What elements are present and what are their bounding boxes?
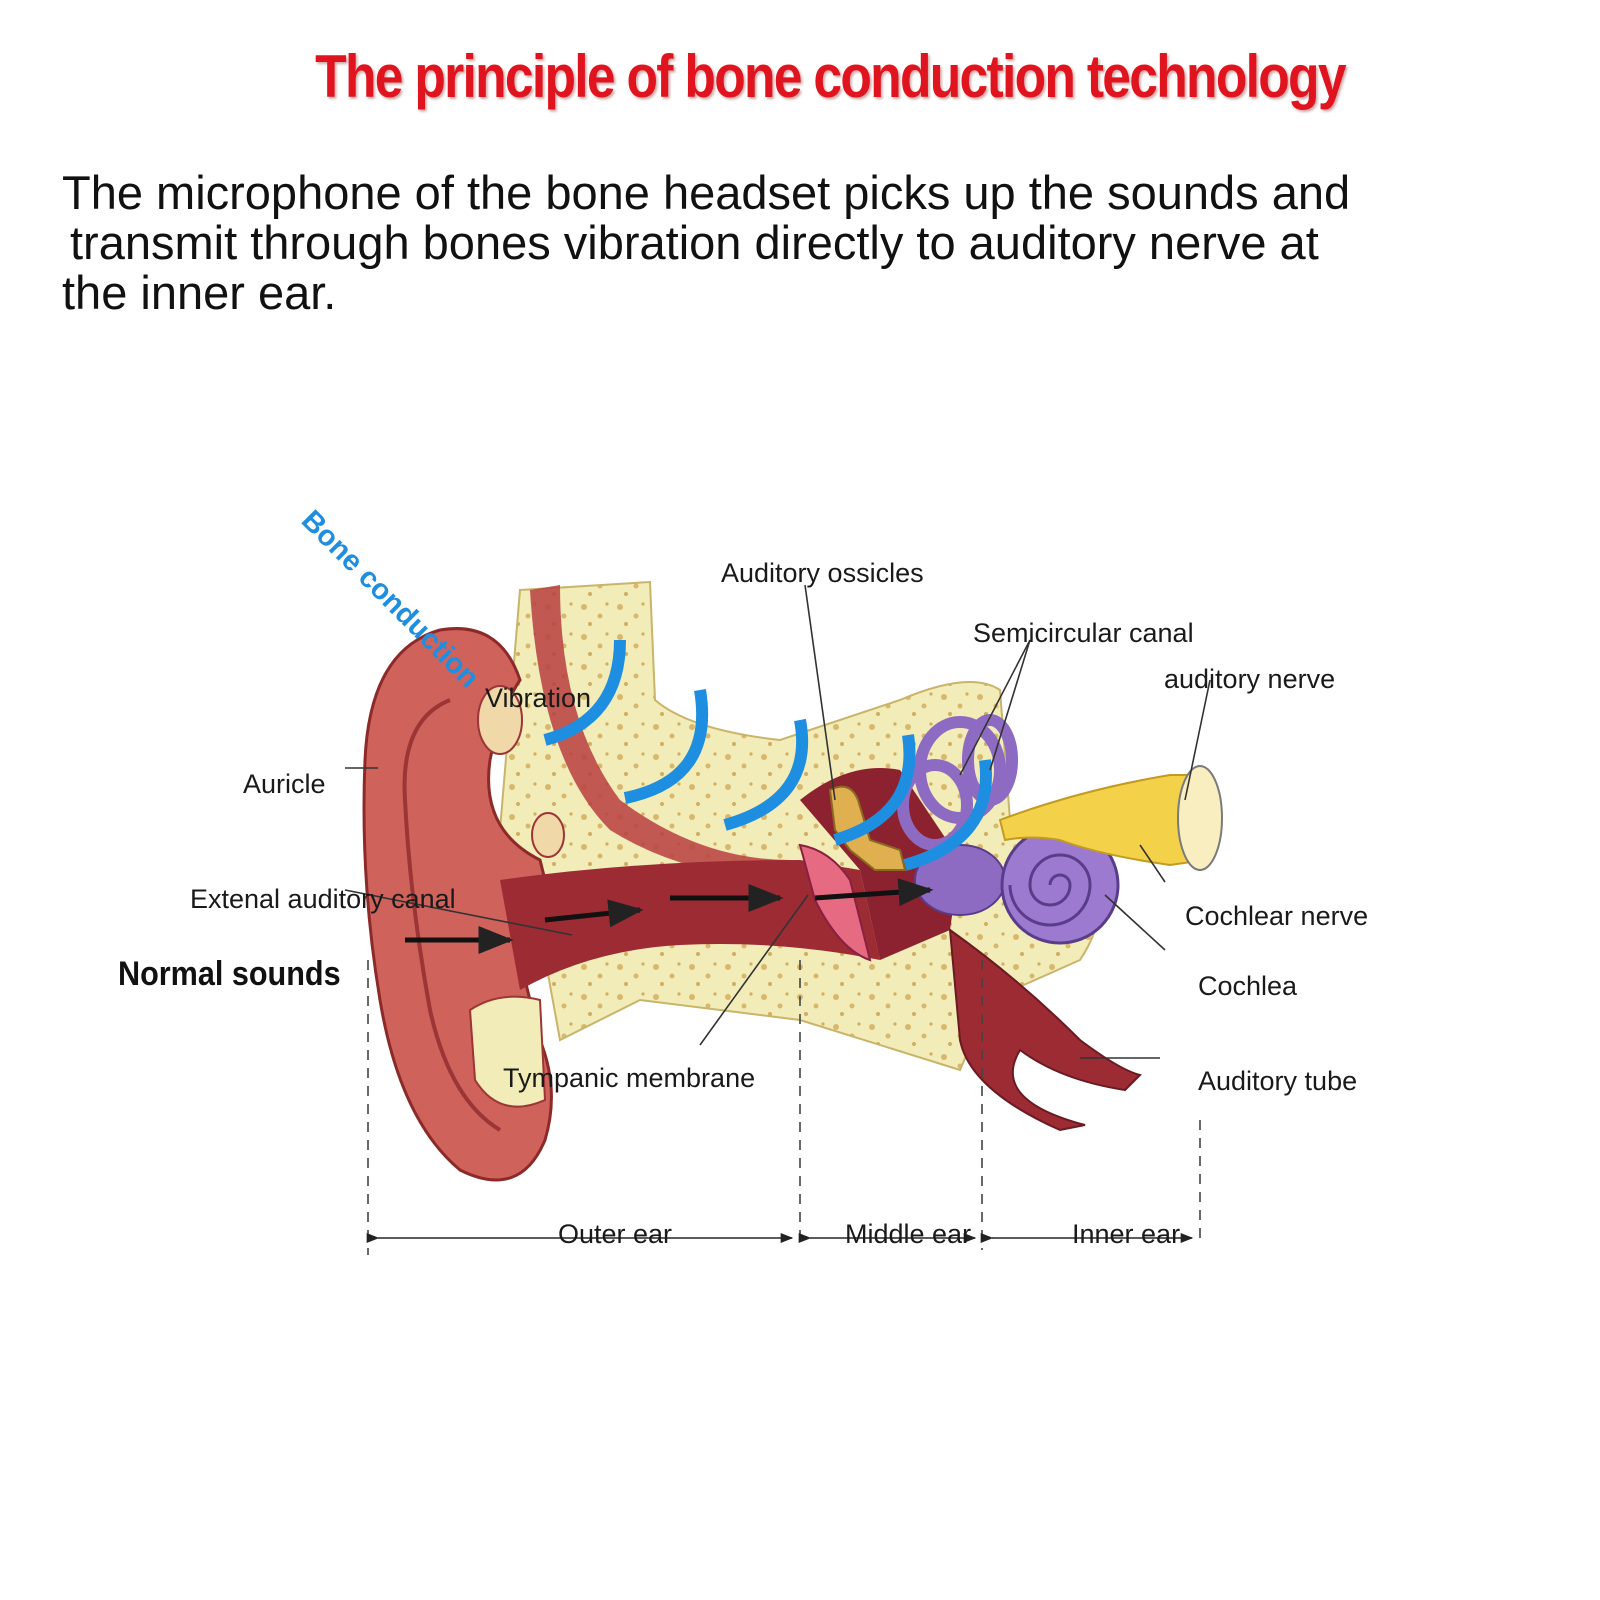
auditory-tube-label: Auditory tube <box>1198 1066 1357 1096</box>
intro-line-2: transmit through bones vibration directl… <box>70 216 1319 269</box>
sound-arrow-4 <box>814 878 934 907</box>
inner-ear-label: Inner ear <box>1072 1219 1180 1249</box>
middle-ear-label: Middle ear <box>845 1219 971 1249</box>
leader-lines <box>344 584 1211 1059</box>
ossicles-shape <box>828 785 907 871</box>
vibration-arc-1 <box>543 639 626 746</box>
cochlear-nerve-label: Cochlear nerve <box>1185 901 1368 931</box>
external-auditory-canal-label: Extenal auditory canal <box>190 884 456 914</box>
sound-arrow-2 <box>544 899 644 928</box>
sound-arrows <box>405 878 934 954</box>
page-title: The principle of bone conduction technol… <box>315 43 1346 110</box>
semicircular-canal-label: Semicircular canal <box>973 618 1194 648</box>
nerve-end-shape <box>1177 765 1223 871</box>
vibration-arc-4 <box>833 734 916 846</box>
cartilage-mid <box>531 812 565 858</box>
auditory-tube-shape <box>948 927 1142 1132</box>
tympanic-membrane-shape <box>798 843 872 962</box>
auditory-ossicles-label: Auditory ossicles <box>721 558 924 588</box>
outer-ear-label: Outer ear <box>558 1219 672 1249</box>
vibration-label: Vibration <box>485 683 591 713</box>
auditory-nerve-label: auditory nerve <box>1164 664 1335 694</box>
skin-layer <box>530 585 800 880</box>
section-dividers <box>367 960 1201 1255</box>
vibration-arc-2 <box>623 689 709 804</box>
intro-text: The microphone of the bone headset picks… <box>62 168 1462 318</box>
tympanic-membrane-label: Tympanic membrane <box>503 1063 755 1093</box>
cartilage-upper <box>477 685 523 755</box>
auricle-label: Auricle <box>243 769 326 799</box>
intro-line-1: The microphone of the bone headset picks… <box>62 166 1351 219</box>
cartilage-lower <box>468 995 547 1108</box>
normal-sounds-label: Normal sounds <box>118 955 341 993</box>
ear-illustration <box>362 580 1223 1182</box>
vibration-arc-3 <box>723 718 809 831</box>
vibration-arc-5 <box>903 759 992 871</box>
auditory-canal <box>500 860 880 990</box>
intro-line-3: the inner ear. <box>62 266 337 319</box>
cochlea-label: Cochlea <box>1198 971 1298 1001</box>
auricle-inner <box>402 698 502 1132</box>
vibration-waves <box>543 639 992 871</box>
